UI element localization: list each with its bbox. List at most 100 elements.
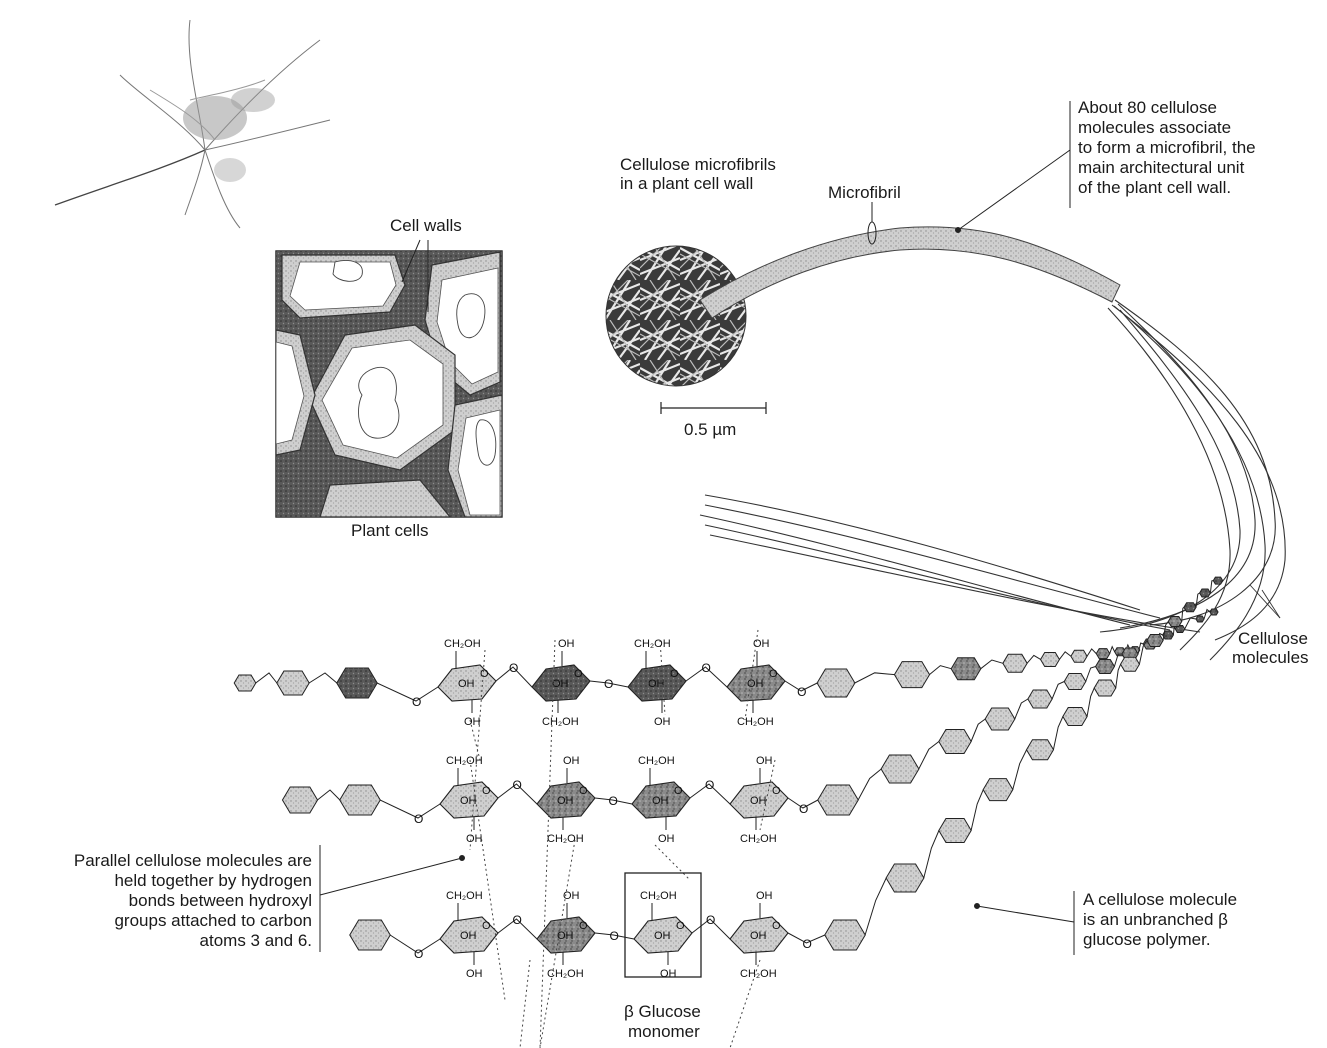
ch2oh-label: CH₂OH	[740, 968, 777, 980]
glucose-ring	[1213, 577, 1222, 584]
glucose-ring	[277, 671, 309, 695]
oh-label: OH	[756, 890, 773, 902]
hydrogen-bond-line	[655, 845, 690, 880]
oh-label: OH	[756, 755, 773, 767]
glucose-ring	[983, 779, 1013, 801]
ch2oh-label: CH₂OH	[444, 638, 481, 650]
scale-bar	[661, 402, 766, 414]
ring-oh-label: OH	[648, 678, 665, 690]
glucose-ring	[1168, 617, 1182, 627]
ring-o-label: O	[480, 668, 489, 680]
ring-o-label: O	[579, 785, 588, 797]
ring-oh-label: OH	[552, 678, 569, 690]
ring-o-label: O	[482, 785, 491, 797]
glucose-ring	[1071, 650, 1087, 662]
monomer-label-line: β Glucose	[624, 1002, 701, 1021]
glucose-chains: O CH₂OH OH OH O O OH CH₂OH OH O O CH₂OH OH OH O O OH CH₂O…	[234, 577, 1223, 1048]
micrograph	[600, 240, 760, 400]
hbond-note-line: bonds between hydroxyl	[129, 891, 312, 910]
hbond-note-line: held together by hydrogen	[114, 871, 312, 890]
glycosidic-o-label: O	[414, 947, 423, 961]
polymer-note-line: glucose polymer.	[1083, 930, 1211, 949]
polymer-note-line: A cellulose molecule	[1083, 890, 1237, 909]
ring-o-label: O	[574, 668, 583, 680]
hydrogen-bond-line	[520, 960, 530, 1048]
glucose-ring	[1210, 609, 1218, 615]
oh-label: OH	[654, 716, 671, 728]
hbond-note-line: groups attached to carbon	[114, 911, 312, 930]
cell-walls-label: Cell walls	[390, 216, 462, 235]
microfibril-note-line: to form a microfibril, the	[1078, 138, 1256, 157]
glucose-ring	[1028, 690, 1052, 708]
glucose-ring	[1027, 740, 1054, 760]
polymer-note-line: is an unbranched β	[1083, 910, 1228, 929]
glucose-ring	[939, 730, 971, 754]
glucose-ring	[1147, 635, 1163, 647]
glucose-ring	[894, 662, 929, 688]
ring-o-label: O	[676, 920, 685, 932]
glycosidic-o-label: O	[702, 661, 711, 675]
ring-o-label: O	[769, 668, 778, 680]
ch2oh-label: CH₂OH	[446, 755, 483, 767]
ring-oh-label: OH	[654, 930, 671, 942]
ring-oh-label: OH	[750, 930, 767, 942]
ch2oh-label: CH₂OH	[638, 755, 675, 767]
plant-cells-illustration	[276, 240, 502, 517]
ring-oh-label: OH	[460, 930, 477, 942]
glucose-ring	[1003, 654, 1027, 672]
glycosidic-o-label: O	[513, 913, 522, 927]
glycosidic-o-label: O	[799, 802, 808, 816]
glucose-ring	[985, 708, 1015, 730]
microfibril-note-line: of the plant cell wall.	[1078, 178, 1231, 197]
micrograph-caption-line1: Cellulose microfibrils	[620, 155, 776, 174]
glucose-ring	[282, 787, 317, 813]
microfibril-band	[700, 202, 1120, 318]
oh-label: OH	[558, 638, 575, 650]
oh-label: OH	[464, 716, 481, 728]
ch2oh-label: CH₂OH	[740, 833, 777, 845]
cellulose-molecules-line: molecules	[1232, 648, 1309, 667]
ring-oh-label: OH	[557, 795, 574, 807]
cellulose-strands	[700, 300, 1285, 660]
glucose-ring	[939, 819, 971, 843]
glucose-ring	[825, 920, 866, 950]
glycosidic-o-label: O	[604, 677, 613, 691]
ring-oh-label: OH	[557, 930, 574, 942]
ring-o-label: O	[670, 668, 679, 680]
ch2oh-label: CH₂OH	[547, 833, 584, 845]
scale-bar-label: 0.5 µm	[684, 420, 736, 439]
glucose-ring	[1064, 674, 1086, 690]
ring-oh-label: OH	[750, 795, 767, 807]
ch2oh-label: CH₂OH	[640, 890, 677, 902]
glycosidic-o-label: O	[609, 794, 618, 808]
hbond-note-line: Parallel cellulose molecules are	[74, 851, 312, 870]
oh-label: OH	[466, 833, 483, 845]
cellulose-molecules-line: Cellulose	[1238, 629, 1308, 648]
plant-cells-label: Plant cells	[351, 521, 428, 540]
glycosidic-o-label: O	[610, 929, 619, 943]
monomer-label-line: monomer	[628, 1022, 700, 1041]
glucose-ring	[340, 785, 381, 815]
glucose-ring	[234, 675, 256, 691]
ring-o-label: O	[482, 920, 491, 932]
microfibril-note-line: molecules associate	[1078, 118, 1231, 137]
glucose-ring	[1096, 649, 1110, 659]
glucose-ring	[1184, 603, 1196, 612]
ring-o-label: O	[772, 785, 781, 797]
microfibril-note-line: About 80 cellulose	[1078, 98, 1217, 117]
glucose-ring	[1096, 660, 1115, 674]
glucose-ring	[1041, 652, 1060, 666]
ring-oh-label: OH	[747, 678, 764, 690]
microfibril-note-line: main architectural unit	[1078, 158, 1244, 177]
ch2oh-label: CH₂OH	[542, 716, 579, 728]
glucose-ring	[886, 864, 924, 892]
glucose-ring	[1200, 589, 1211, 597]
leaf-sketch	[55, 20, 330, 228]
ring-oh-label: OH	[652, 795, 669, 807]
glycosidic-o-label: O	[513, 778, 522, 792]
glucose-ring	[350, 920, 391, 950]
microfibril-label: Microfibril	[828, 183, 901, 202]
glucose-ring	[1121, 657, 1140, 671]
oh-label: OH	[660, 968, 677, 980]
oh-label: OH	[658, 833, 675, 845]
